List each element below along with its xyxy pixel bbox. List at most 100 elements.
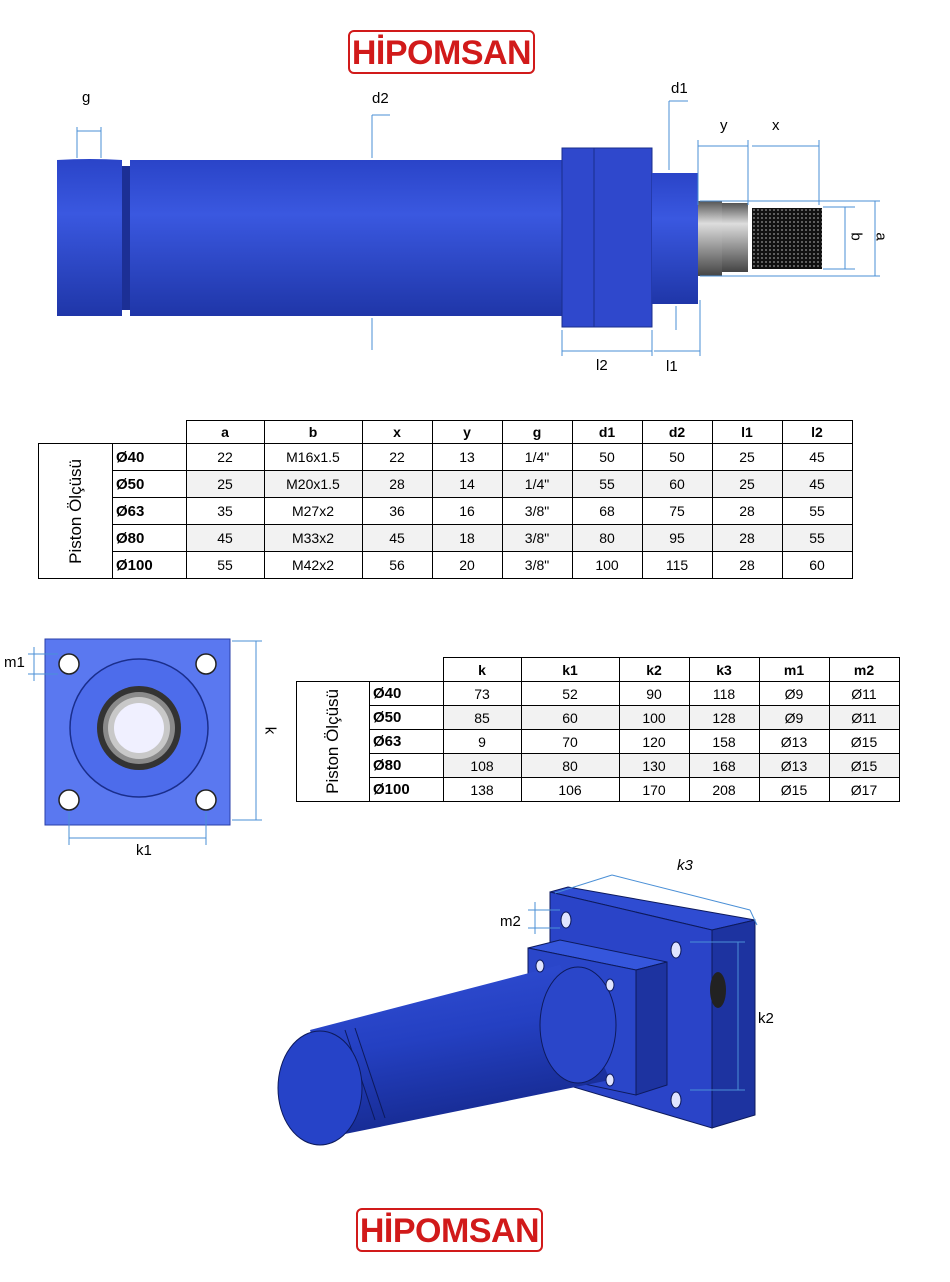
table-cell: 16: [431, 497, 503, 525]
table-cell: 55: [185, 551, 265, 579]
table-row: Piston Ölçüsü Ø40 22 M16x1.5 22 13 1/4" …: [38, 443, 853, 579]
iso-mount-hole: [535, 959, 545, 973]
table-cell: 208: [688, 777, 760, 802]
table2-row-label: Ø40: [369, 681, 444, 706]
table-row: Ø63 9 70 120 158 Ø13 Ø15: [297, 729, 900, 754]
flange-block: [561, 147, 595, 328]
rod-outer: [97, 686, 181, 770]
table-cell: 100: [571, 551, 643, 579]
table-row: Ø100 55 M42x2 56 20 3/8" 100 115 28 60: [39, 551, 853, 579]
table-row: Ø63 35 M27x2 36 16 3/8" 68 75 28 55: [39, 497, 853, 525]
table-cell: 85: [442, 705, 522, 730]
table-cell: 25: [185, 470, 265, 498]
mount-hole: [195, 653, 217, 675]
iso-end-cap: [277, 1030, 363, 1146]
iso-barrel-end: [539, 966, 617, 1084]
iso-block-top: [527, 939, 668, 971]
table1-row-label: Ø63: [112, 497, 187, 525]
table2-col-header: k: [442, 657, 522, 682]
cylinder-side-drawing: [57, 100, 880, 356]
iso-mount-hole: [605, 1073, 615, 1087]
table-cell: 36: [361, 497, 433, 525]
brand-logo-bottom: HİPOMSAN: [356, 1208, 543, 1252]
table-cell: 130: [618, 753, 690, 778]
groove: [122, 166, 130, 310]
dim-label-d2: d2: [372, 90, 389, 107]
table-cell: 28: [711, 524, 783, 552]
table-cell: 158: [688, 729, 760, 754]
table-cell: 28: [711, 497, 783, 525]
table-cell: 45: [781, 470, 853, 498]
mount-hole: [58, 789, 80, 811]
table-cell: 55: [571, 470, 643, 498]
table2-col-header: k3: [688, 657, 760, 682]
table1-header-row: a b x y g d1 d2 l1 l2: [39, 420, 853, 444]
thread: [752, 208, 822, 269]
table-row: Ø100 138 106 170 208 Ø15 Ø17: [297, 777, 900, 802]
iso-mount-hole: [670, 941, 682, 959]
table-cell: 45: [185, 524, 265, 552]
table2-row-label: Ø100: [369, 777, 444, 802]
table-cell: Ø9: [758, 681, 830, 706]
table-cell: 50: [641, 443, 713, 471]
table-cell: 13: [431, 443, 503, 471]
dim-label-x: x: [772, 117, 780, 134]
table1-row-group-label: Piston Ölçüsü: [38, 443, 113, 579]
end-cap: [57, 159, 122, 316]
table-cell: 108: [442, 753, 522, 778]
table-cell: 1/4": [501, 443, 573, 471]
table-cell: Ø17: [828, 777, 900, 802]
table2-col-header: k1: [520, 657, 620, 682]
table-row: Ø50 25 M20x1.5 28 14 1/4" 55 60 25 45: [39, 470, 853, 498]
flange-ring: [69, 658, 209, 798]
table1-col-header: b: [263, 420, 363, 444]
rod-thread-ring: [103, 692, 175, 764]
iso-block-front: [527, 947, 637, 1096]
table-cell: 20: [431, 551, 503, 579]
table-cell: 80: [571, 524, 643, 552]
table1-col-header: d1: [571, 420, 643, 444]
table-cell: 3/8": [501, 551, 573, 579]
table-cell: 75: [641, 497, 713, 525]
dim-label-k3: k3: [677, 857, 693, 874]
table-cell: 128: [688, 705, 760, 730]
dim-label-k: k: [261, 726, 279, 735]
table-cell: 60: [781, 551, 853, 579]
dimension-table-2: k k1 k2 k3 m1 m2 Piston Ölçüsü Ø40 73 52…: [296, 657, 900, 802]
table-cell: 115: [641, 551, 713, 579]
table1-row-label: Ø40: [112, 443, 187, 471]
dim-label-m1: m1: [4, 654, 25, 671]
dim-label-l1: l1: [666, 358, 678, 375]
flange-plate: [593, 147, 653, 328]
table2-row-label: Ø63: [369, 729, 444, 754]
table-cell: Ø9: [758, 705, 830, 730]
table-cell: 60: [520, 705, 620, 730]
table-cell: 45: [781, 443, 853, 471]
table-cell: 50: [571, 443, 643, 471]
dim-label-a: a: [872, 232, 890, 241]
table-cell: 25: [711, 443, 783, 471]
dim-label-k2: k2: [758, 1010, 774, 1027]
iso-mount-hole: [605, 978, 615, 992]
table2-col-header: m1: [758, 657, 830, 682]
table-cell: 138: [442, 777, 522, 802]
table-cell: 70: [520, 729, 620, 754]
dim-label-g: g: [82, 89, 91, 106]
iso-mount-hole: [670, 1091, 682, 1109]
rod-nut: [722, 203, 748, 272]
table-cell: 25: [711, 470, 783, 498]
table-cell: 3/8": [501, 524, 573, 552]
table-cell: 52: [520, 681, 620, 706]
table-cell: 55: [781, 524, 853, 552]
mount-hole: [58, 653, 80, 675]
table-cell: 3/8": [501, 497, 573, 525]
iso-mount-hole: [560, 911, 572, 929]
table-cell: 73: [442, 681, 522, 706]
table-cell: 9: [442, 729, 522, 754]
table1-row-label: Ø50: [112, 470, 187, 498]
table2-row-label: Ø50: [369, 705, 444, 730]
table-cell: 22: [185, 443, 265, 471]
table-cell: 28: [361, 470, 433, 498]
table1-row-label: Ø80: [112, 524, 187, 552]
table-cell: 118: [688, 681, 760, 706]
